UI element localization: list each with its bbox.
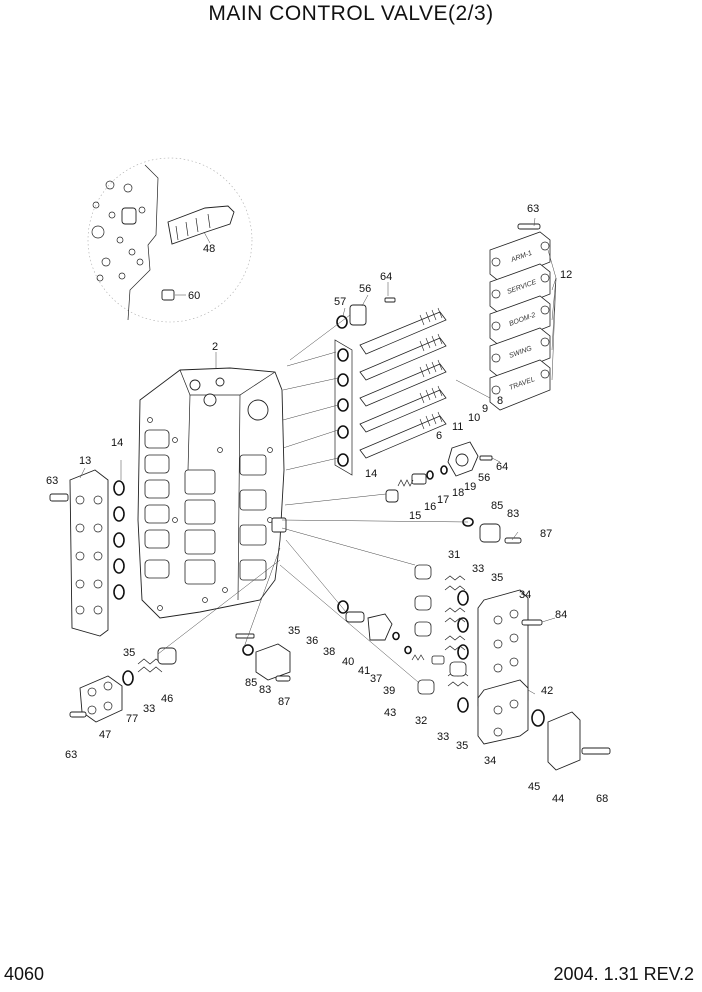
callout: 6 bbox=[436, 430, 442, 442]
callout: 63 bbox=[46, 475, 58, 487]
callout: 19 bbox=[464, 481, 476, 493]
callout: 16 bbox=[424, 501, 436, 513]
callout: 42 bbox=[541, 685, 553, 697]
callout: 85 bbox=[491, 500, 503, 512]
callout: 37 bbox=[370, 673, 382, 685]
callouts: 63 12 48 64 56 60 57 2 8 9 10 11 6 14 64… bbox=[46, 203, 608, 805]
callout: 40 bbox=[342, 656, 354, 668]
callout: 33 bbox=[472, 563, 484, 575]
callout: 31 bbox=[448, 549, 460, 561]
left-cover-plate bbox=[49, 469, 125, 637]
callout: 64 bbox=[380, 271, 392, 283]
callout: 63 bbox=[65, 749, 77, 761]
valve-housing bbox=[137, 367, 287, 619]
callout: 39 bbox=[383, 685, 395, 697]
callout: 87 bbox=[540, 528, 552, 540]
lower-left-group bbox=[69, 643, 291, 723]
callout: 57 bbox=[334, 296, 346, 308]
callout: 9 bbox=[482, 403, 488, 415]
relief-parts bbox=[385, 441, 522, 544]
callout: 13 bbox=[79, 455, 91, 467]
callout: 46 bbox=[161, 693, 173, 705]
callout: 8 bbox=[497, 395, 503, 407]
callout: 47 bbox=[99, 729, 111, 741]
spool-caps: ARM-1 SERVICE BOOM-2 SWING TRAVEL bbox=[489, 223, 551, 411]
callout: 35 bbox=[456, 740, 468, 752]
callout: 56 bbox=[478, 472, 490, 484]
callout: 2 bbox=[212, 341, 218, 353]
callout: 48 bbox=[203, 243, 215, 255]
callout: 85 bbox=[245, 677, 257, 689]
callout: 63 bbox=[527, 203, 539, 215]
callout: 10 bbox=[468, 412, 480, 424]
callout: 17 bbox=[437, 494, 449, 506]
callout: 14 bbox=[111, 437, 123, 449]
page-title: MAIN CONTROL VALVE(2/3) bbox=[208, 2, 494, 25]
leader-lines bbox=[79, 217, 557, 695]
callout: 56 bbox=[359, 283, 371, 295]
callout: 35 bbox=[288, 625, 300, 637]
callout: 60 bbox=[188, 290, 200, 302]
callout: 33 bbox=[437, 731, 449, 743]
callout: 87 bbox=[278, 696, 290, 708]
revision-label: 2004. 1.31 REV.2 bbox=[553, 964, 694, 984]
spool-group bbox=[334, 297, 447, 476]
inset-detail bbox=[87, 157, 253, 323]
lower-right-block bbox=[414, 564, 611, 771]
callout: 33 bbox=[143, 703, 155, 715]
callout: 34 bbox=[519, 589, 531, 601]
callout: 34 bbox=[484, 755, 496, 767]
callout: 41 bbox=[358, 665, 370, 677]
callout: 35 bbox=[123, 647, 135, 659]
callout: 45 bbox=[528, 781, 540, 793]
callout: 44 bbox=[552, 793, 564, 805]
callout: 84 bbox=[555, 609, 567, 621]
callout: 83 bbox=[259, 684, 271, 696]
callout: 18 bbox=[452, 487, 464, 499]
callout: 15 bbox=[409, 510, 421, 522]
callout: 36 bbox=[306, 635, 318, 647]
callout: 12 bbox=[560, 269, 572, 281]
check-parts bbox=[235, 600, 425, 661]
callout: 64 bbox=[496, 461, 508, 473]
callout: 68 bbox=[596, 793, 608, 805]
callout: 77 bbox=[126, 713, 138, 725]
callout: 32 bbox=[415, 715, 427, 727]
page-number: 4060 bbox=[4, 964, 45, 984]
callout: 11 bbox=[452, 421, 463, 433]
callout: 35 bbox=[491, 572, 503, 584]
callout: 83 bbox=[507, 508, 519, 520]
callout: 14 bbox=[365, 468, 377, 480]
callout: 43 bbox=[384, 707, 396, 719]
callout: 38 bbox=[323, 646, 335, 658]
